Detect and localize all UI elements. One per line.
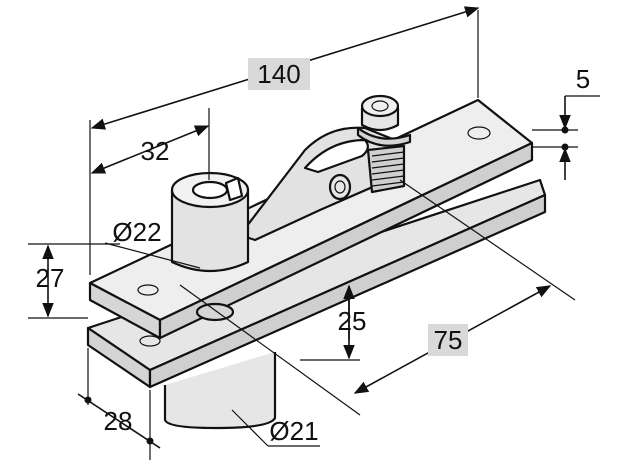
pivot-collar [170, 171, 250, 273]
label-5: 5 [576, 64, 590, 94]
label-spindle-diameter: Ø21 [269, 416, 318, 446]
dimension-collar-diameter: Ø22 [104, 217, 201, 269]
dimension-32: 32 [90, 108, 210, 180]
dimension-5: 5 [532, 64, 600, 180]
arm-pin [328, 173, 352, 201]
lower-plate-hole [139, 335, 161, 347]
label-27: 27 [36, 263, 65, 293]
label-75: 75 [434, 325, 463, 355]
label-28: 28 [104, 406, 133, 436]
spindle-neck [195, 302, 235, 322]
label-32: 32 [141, 136, 170, 166]
lower-spindle [163, 352, 277, 430]
dimension-28: 28 [77, 348, 161, 460]
dimension-27: 27 [28, 243, 120, 319]
label-collar-diameter: Ø22 [112, 217, 161, 247]
dimension-75: 75 [179, 179, 576, 416]
label-25: 25 [338, 306, 367, 336]
dimension-140: 140 [89, 6, 480, 275]
label-140: 140 [257, 59, 300, 89]
dimension-spindle-diameter: Ø21 [231, 409, 320, 447]
upper-plate-hole-left [137, 284, 159, 296]
